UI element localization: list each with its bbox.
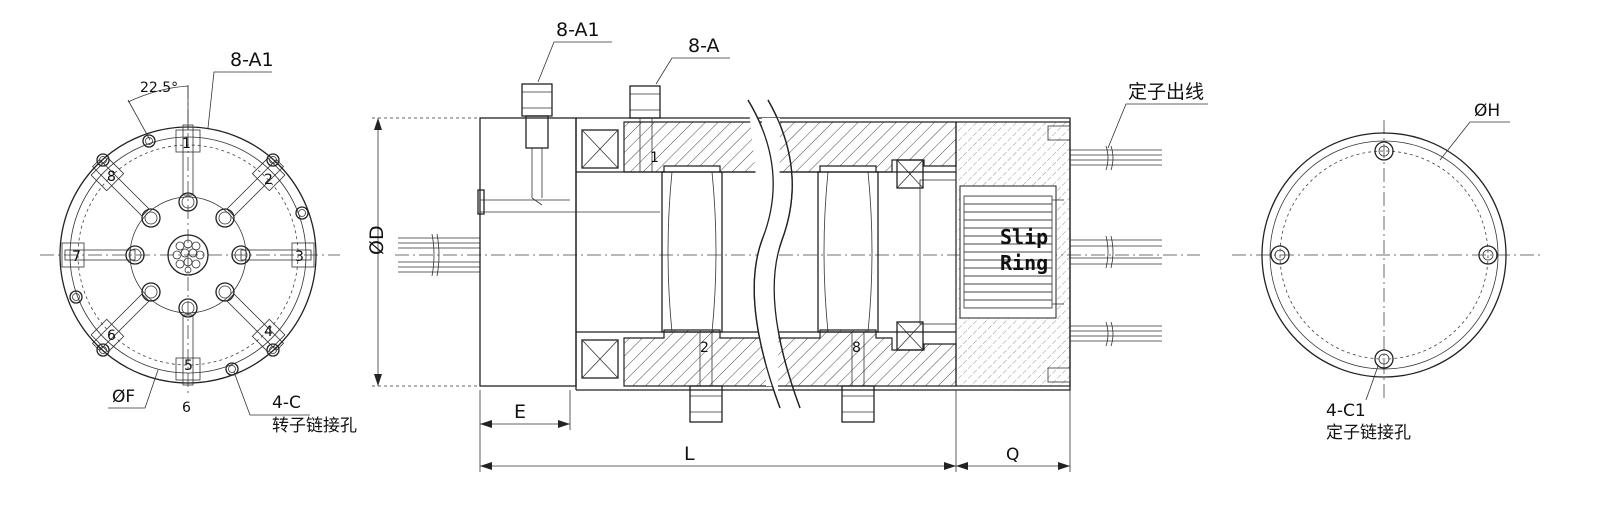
left-num-7: 7 — [72, 249, 81, 265]
left-num-5: 5 — [184, 358, 193, 374]
port-1-label: 1 — [650, 150, 659, 166]
dim-l-label: L — [684, 443, 695, 465]
rotor-wires — [398, 233, 480, 277]
ring-label: Ring — [1000, 251, 1048, 275]
stator-wires — [1070, 145, 1162, 347]
port-8-label: 8 — [852, 340, 861, 356]
label-4c1: 4-C1 — [1326, 401, 1366, 421]
rotor-mount-holes — [69, 134, 309, 376]
fitting-8a1 — [521, 83, 553, 206]
bearing-left-bottom — [581, 339, 619, 379]
dim-e-label: E — [514, 401, 526, 423]
left-num-1: 1 — [182, 136, 191, 152]
fitting-bottom-2 — [689, 332, 723, 423]
stator-mount-holes — [1270, 141, 1498, 369]
left-num-8: 8 — [107, 169, 116, 185]
bearing-right-bottom — [896, 321, 924, 351]
rotor-holes-label: 转子链接孔 — [272, 416, 357, 436]
left-label-8a1: 8-A1 — [230, 49, 274, 71]
main-label-8a: 8-A — [688, 35, 720, 57]
slip-label: Slip — [1000, 225, 1048, 249]
left-num-4: 4 — [264, 324, 273, 340]
dim-q-label: Q — [1006, 445, 1019, 465]
stator-out-label: 定子出线 — [1128, 81, 1204, 103]
right-end-view: ØH 4-C1 定子链接孔 — [1232, 101, 1540, 443]
main-label-8a1: 8-A1 — [556, 19, 600, 41]
dia-d-label: ØD — [366, 225, 388, 255]
bearing-right-top — [896, 159, 924, 189]
fitting-8a — [629, 85, 661, 172]
dia-h-label: ØH — [1474, 101, 1500, 121]
angle-label: 22.5° — [140, 80, 178, 96]
bearing-left-top — [581, 129, 619, 169]
left-num-6: 6 — [107, 328, 116, 344]
left-end-view: 1 2 3 4 5 6 7 8 8-A1 22.5° ØF 6 4-C 转子链接… — [40, 49, 357, 436]
fitting-bottom-8 — [841, 332, 875, 423]
label-4c: 4-C — [272, 393, 301, 413]
center-wire-bundle — [167, 234, 209, 276]
radial-channels — [64, 124, 312, 386]
left-num-2: 2 — [264, 172, 273, 188]
slip-ring-section — [955, 121, 1071, 387]
dia-f-label: ØF — [112, 387, 135, 407]
left-num-3: 3 — [295, 249, 304, 265]
inner-port-holes — [125, 192, 251, 318]
port-2-label: 2 — [700, 340, 709, 356]
left-bottom-num: 6 — [182, 400, 191, 416]
main-section-view: 8-A1 8-A 1 2 8 — [366, 19, 1208, 472]
stator-holes-label: 定子链接孔 — [1326, 423, 1411, 443]
